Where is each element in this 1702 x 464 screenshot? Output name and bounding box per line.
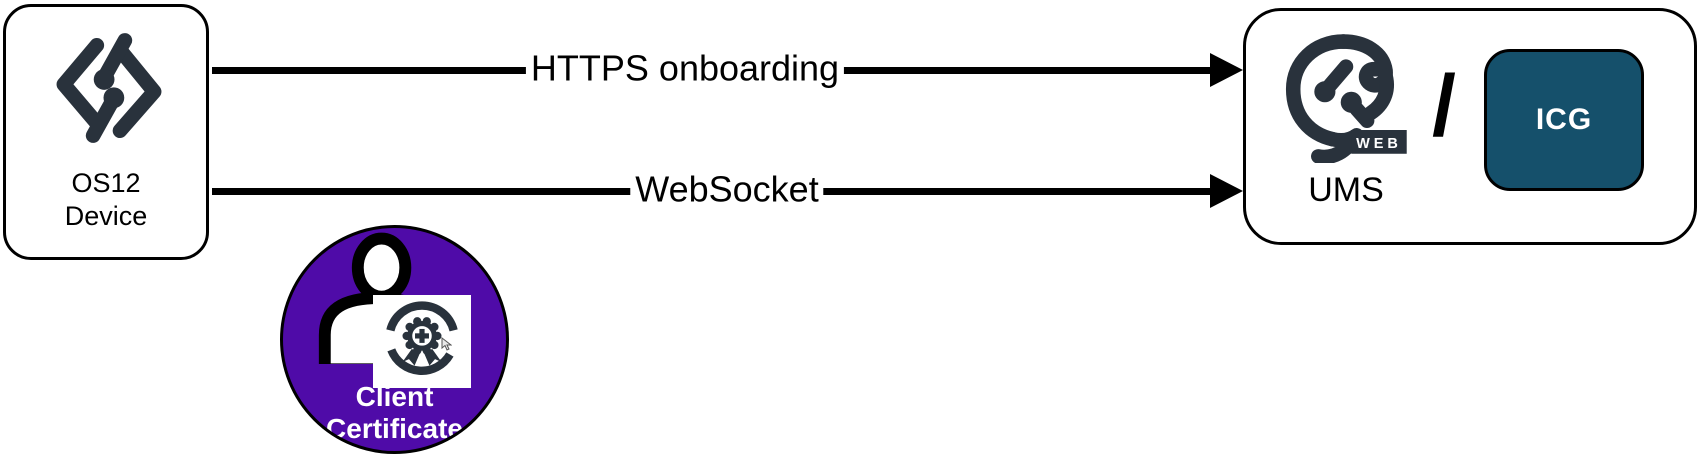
icg-box: ICG bbox=[1484, 49, 1644, 191]
certificate-label-line2: Certificate bbox=[326, 413, 463, 445]
web-badge-label: WEB bbox=[1356, 136, 1402, 152]
https-arrow-label: HTTPS onboarding bbox=[525, 47, 845, 90]
ums-label: UMS bbox=[1308, 171, 1384, 209]
certificate-rosette-icon bbox=[373, 295, 471, 388]
igel-os-logo-icon bbox=[48, 25, 170, 156]
device-label-line2: Device bbox=[64, 200, 148, 231]
mouse-cursor-icon bbox=[441, 336, 453, 356]
client-certificate-badge: Client Certificate bbox=[280, 225, 509, 454]
igel-ums-web-logo-icon: WEB bbox=[1278, 31, 1414, 168]
os12-device-box: OS12 Device bbox=[3, 4, 209, 260]
websocket-arrowhead-icon bbox=[1210, 174, 1243, 208]
websocket-arrow-label: WebSocket bbox=[630, 168, 824, 211]
device-label-line1: OS12 bbox=[71, 168, 141, 198]
slash-separator: / bbox=[1432, 58, 1456, 154]
certificate-badge-label: Client Certificate bbox=[283, 381, 506, 445]
ums-server-box: WEB / ICG UMS bbox=[1243, 8, 1697, 245]
https-arrowhead-icon bbox=[1210, 53, 1243, 87]
certificate-label-line1: Client bbox=[355, 381, 434, 412]
icg-label: ICG bbox=[1535, 103, 1593, 136]
device-box-label: OS12 Device bbox=[6, 167, 206, 233]
